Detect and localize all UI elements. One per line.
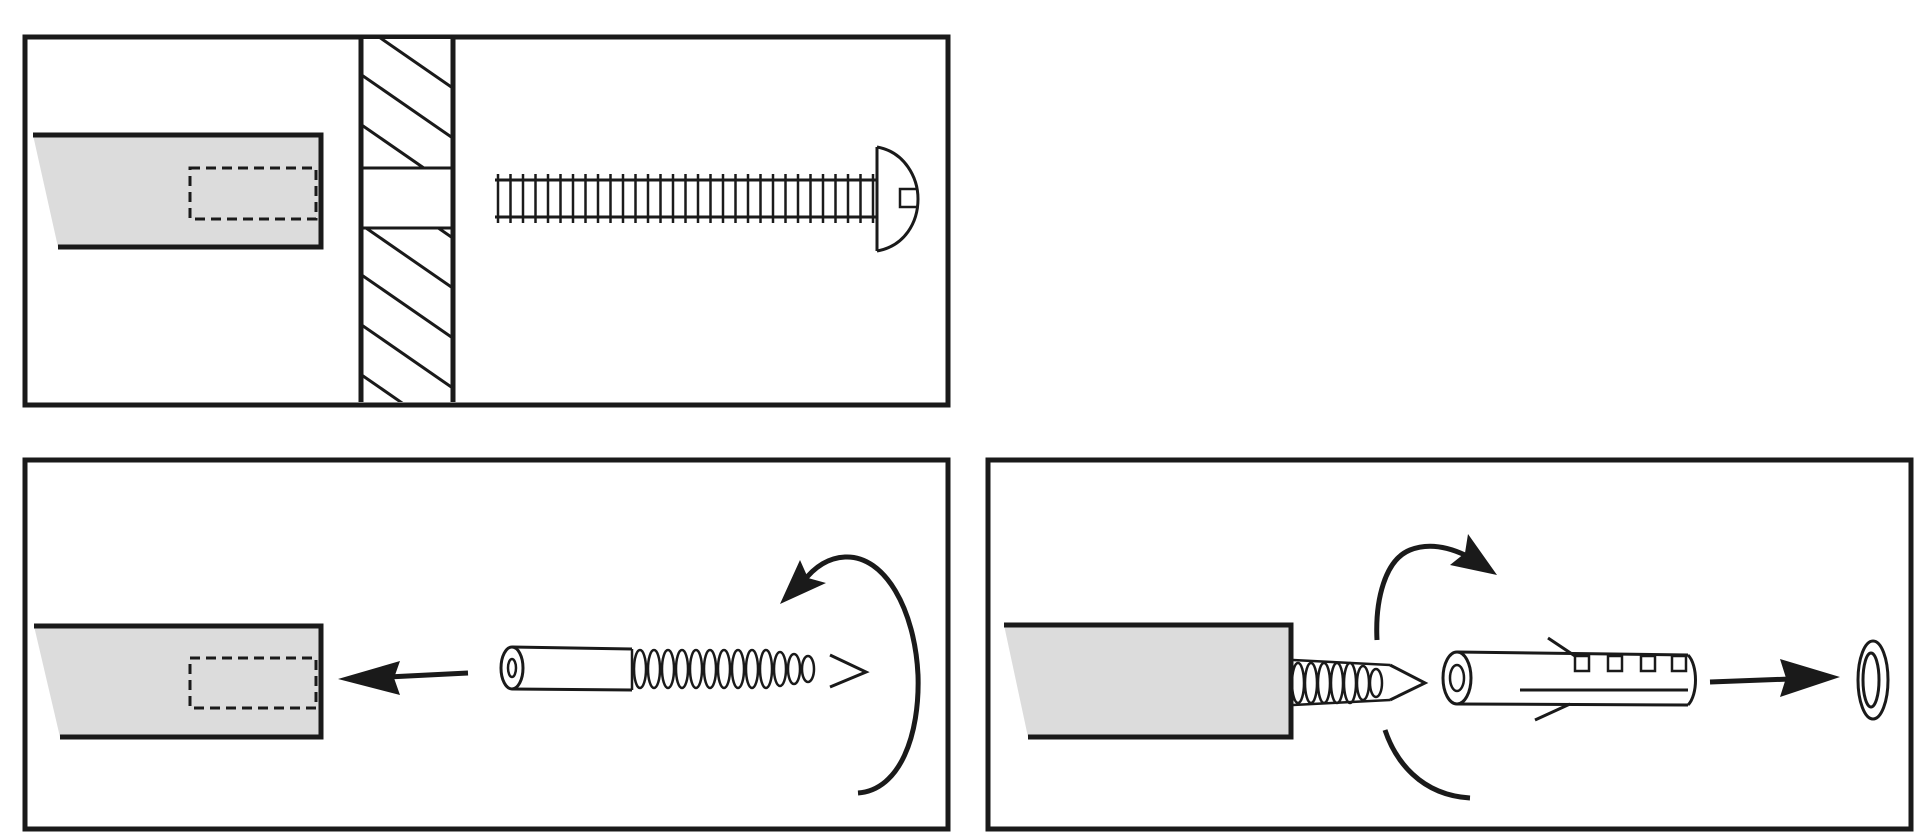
rail-end [34,623,324,740]
screw-thread [758,648,774,690]
hidden-socket [188,656,318,710]
panel-double-ended-screw [22,457,951,832]
screw-thread [1342,661,1358,705]
rotation-arrows [1374,534,1497,801]
panel-wall-plug [985,457,1914,832]
screw-thread [674,648,690,690]
double-ended-screw [499,645,870,692]
screw-thread [1329,661,1345,705]
screw-thread [702,648,718,690]
screw-thread [730,648,746,690]
plug-notch [1639,654,1657,673]
screw-thread [1290,661,1306,705]
screw-thread [1303,661,1319,705]
rail-end [33,132,324,250]
screw-thread [1355,664,1371,702]
hidden-socket [188,166,318,221]
panel-frame [22,34,951,408]
screw-thread [744,648,760,690]
machine-bolt [495,145,920,253]
screw-thread [786,652,802,686]
screw-thread [716,648,732,690]
wall-plug [1441,636,1697,722]
insert-arrow [338,661,469,695]
plug-notch [1606,654,1624,673]
plug-notch [1670,654,1688,673]
rail-with-screw [1004,622,1429,740]
screw-thread [632,648,648,690]
wall-section [358,39,456,402]
plug-notch [1573,654,1591,673]
screw-thread [1316,661,1332,705]
washer-ring [1856,639,1890,721]
screw-thread [772,650,788,688]
rotation-arrow [780,554,921,796]
panel-wall-bolt [22,34,951,408]
screw-thread [1368,667,1384,699]
screw-thread [660,648,676,690]
screw-thread [646,648,662,690]
panel-frame [985,457,1914,832]
screw-thread [800,654,816,684]
panel-frame [22,457,951,832]
wall-hole [363,168,451,228]
insert-arrow [1709,659,1840,697]
screw-thread [688,648,704,690]
